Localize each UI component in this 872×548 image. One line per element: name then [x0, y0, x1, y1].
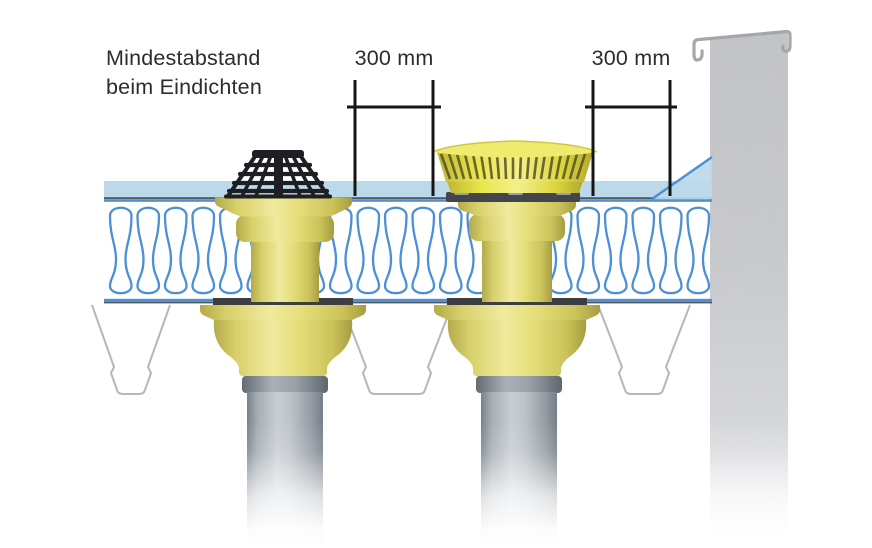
membrane-band [104, 181, 712, 198]
drain-right-clamp-ring [446, 192, 580, 202]
deck-top-line [104, 301, 712, 304]
insulation-bottom-line [104, 298, 712, 302]
membrane-underline [104, 197, 712, 200]
fade-overlay [0, 420, 872, 548]
drain-left-socket [242, 376, 328, 393]
drain-right-body [482, 240, 552, 302]
roof-membrane [104, 157, 712, 200]
fillet-edge-line [651, 156, 713, 200]
dimension-label-right: 300 mm [591, 46, 671, 70]
dimension-right [585, 80, 677, 196]
drain-left-body [251, 238, 319, 302]
drain-left-flange [215, 197, 352, 217]
insulation-loops [107, 201, 712, 299]
drain-left-lower-flange [200, 305, 366, 320]
dimension-left [347, 80, 441, 196]
steel-deck-profile [91, 301, 712, 395]
deck-valley-middle [341, 304, 453, 395]
insulation-top-line [104, 199, 712, 202]
diagram-title-line2: beim Eindichten [106, 75, 262, 99]
dimension-lines [347, 80, 677, 196]
drain-right-lower-flange [434, 305, 600, 320]
basket-top-disc [433, 141, 597, 158]
drain-left-collar [236, 215, 334, 242]
dimension-label-left: 300 mm [354, 46, 434, 70]
strainer-dome [224, 150, 332, 199]
diagram-title: Mindestabstand beim Eindichten [106, 44, 262, 102]
diagram-title-line1: Mindestabstand [106, 46, 261, 70]
drain-left-funnel [213, 320, 353, 377]
drain-right-upper-flange [458, 201, 576, 217]
basket-slots [439, 153, 587, 180]
drain-right-socket [476, 376, 562, 393]
deck-valley-right [597, 304, 691, 395]
wall-coping [692, 29, 792, 62]
deck-valley-left [91, 304, 171, 395]
insulation-layer [104, 156, 713, 302]
drain-right-funnel [447, 320, 587, 377]
drain-right-collar [469, 214, 565, 241]
gravel-guard-basket [432, 140, 598, 193]
